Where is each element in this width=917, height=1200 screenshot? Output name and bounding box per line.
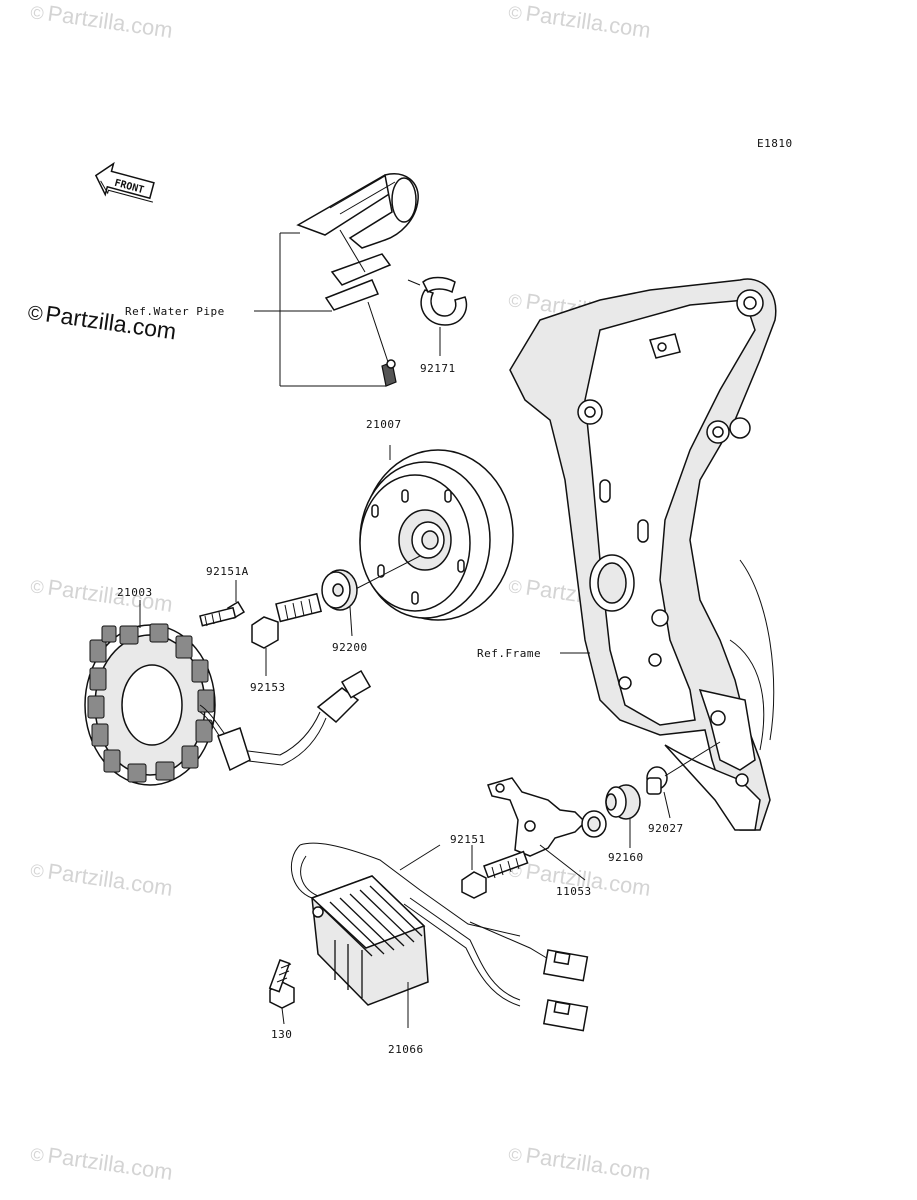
grommet-92160 [605,784,641,848]
ref-frame-label: Ref.Frame [477,647,542,660]
part-label-92153[interactable]: 92153 [250,681,286,694]
bolt-92153 [251,592,323,676]
diagram-code: E1810 [757,137,793,150]
bolt-92151 [461,845,529,899]
part-label-21066[interactable]: 21066 [388,1043,424,1056]
part-label-11053[interactable]: 11053 [556,885,592,898]
part-label-130[interactable]: 130 [271,1028,293,1041]
bolt-92151a [199,580,246,627]
part-label-92027[interactable]: 92027 [648,822,684,835]
part-label-92151a[interactable]: 92151A [206,565,249,578]
collar-92027 [646,741,721,819]
part-label-21007[interactable]: 21007 [366,418,402,431]
stator-21003 [84,600,372,786]
bolt-130 [268,959,295,1025]
ref-water-pipe-label: Ref.Water Pipe [125,305,225,318]
part-label-21003[interactable]: 21003 [117,586,153,599]
washer-92200 [321,569,358,637]
part-label-92160[interactable]: 92160 [608,851,644,864]
regulator-21066 [291,842,589,1032]
part-label-92171[interactable]: 92171 [420,362,456,375]
water-pipe-bracket [279,173,419,387]
front-arrow-icon: FRONT [94,161,155,203]
part-label-92151[interactable]: 92151 [450,833,486,846]
rotor-21007 [341,445,514,621]
bracket-11053 [487,777,607,881]
part-label-92200[interactable]: 92200 [332,641,368,654]
clamp-92171 [407,276,468,356]
frame [509,278,777,831]
